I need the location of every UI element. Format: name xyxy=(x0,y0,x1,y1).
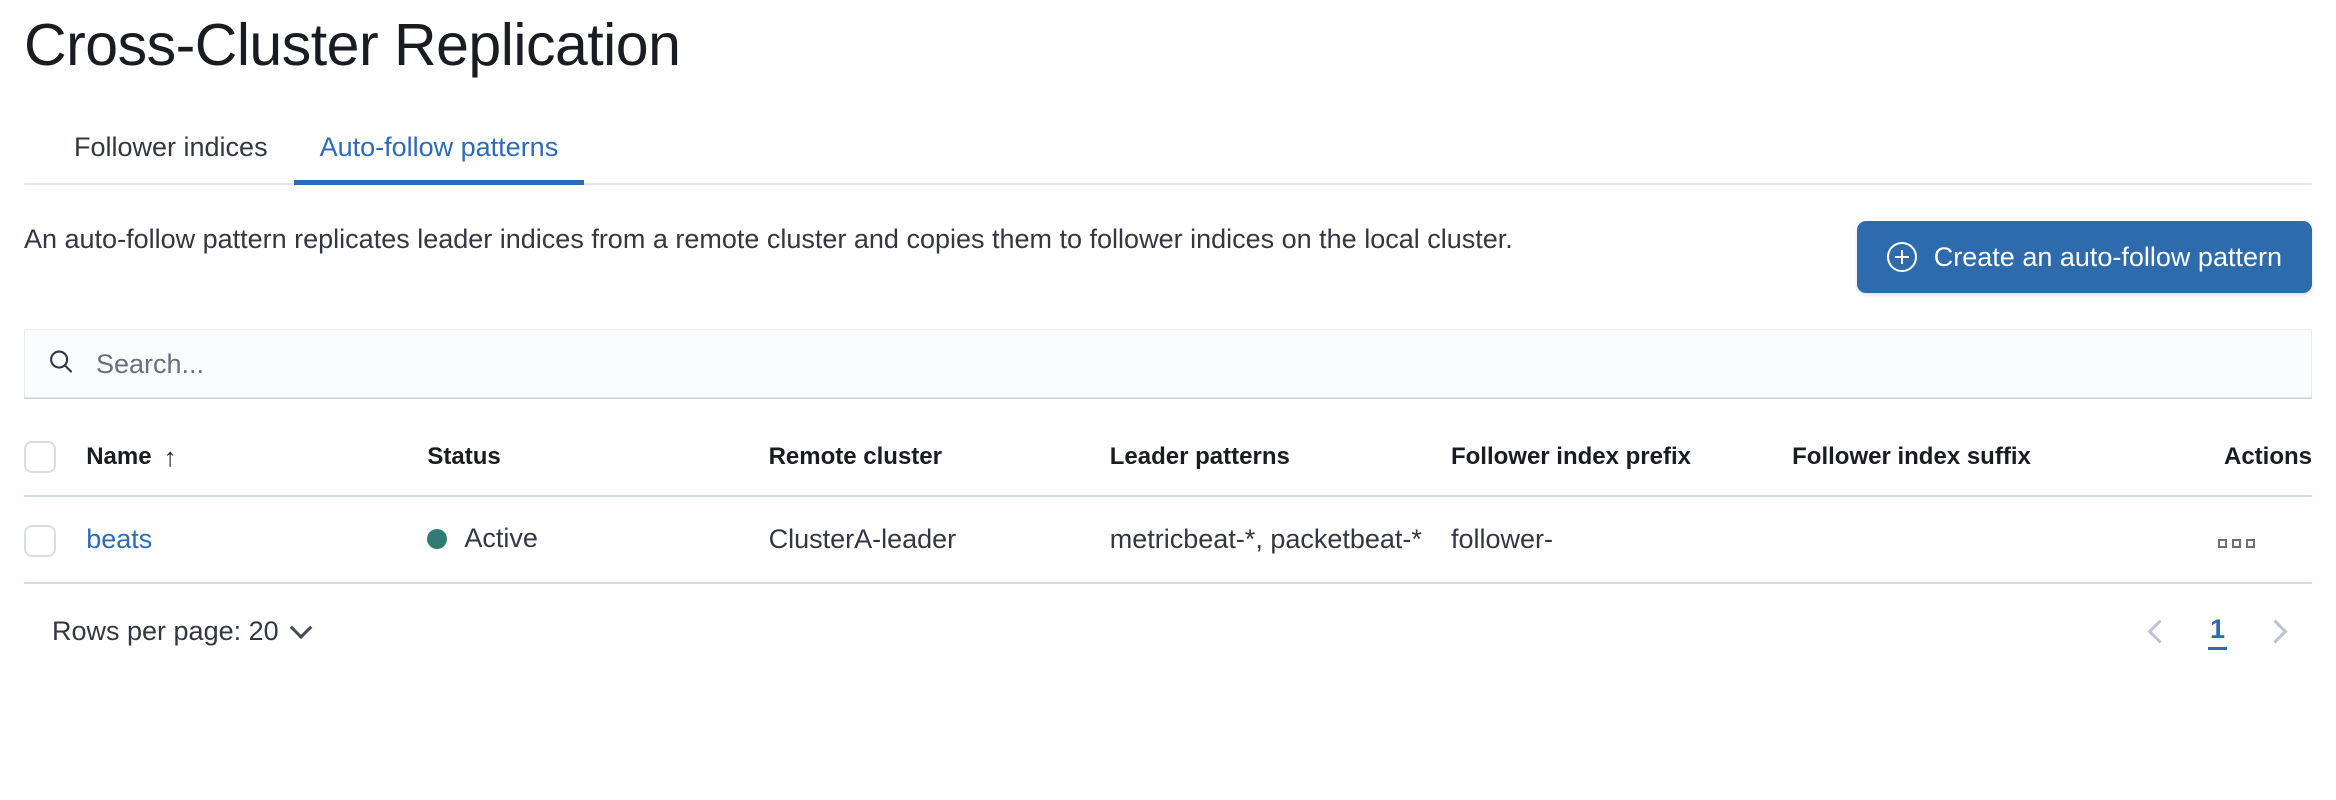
previous-page-button[interactable] xyxy=(2145,617,2174,646)
tab-follower-indices[interactable]: Follower indices xyxy=(48,134,294,183)
chevron-down-icon xyxy=(289,616,312,639)
column-header-name[interactable]: Name ↑ xyxy=(86,441,427,496)
table-footer: Rows per page: 20 1 xyxy=(24,614,2312,650)
cell-follower-index-prefix: follower- xyxy=(1450,523,1553,554)
column-header-actions: Actions xyxy=(2223,443,2312,470)
cell-status: Active xyxy=(427,496,768,583)
create-auto-follow-pattern-label: Create an auto-follow pattern xyxy=(1933,241,2282,272)
rows-per-page-label: Rows per page: 20 xyxy=(52,616,279,647)
pagination: 1 xyxy=(2145,614,2290,650)
more-actions-icon[interactable] xyxy=(2214,535,2259,552)
column-header-follower-index-suffix[interactable]: Follower index suffix xyxy=(1792,443,2031,470)
table-body: beats Active ClusterA-leader metricbeat-… xyxy=(24,496,2312,583)
page-title: Cross-Cluster Replication xyxy=(24,12,681,78)
search-icon xyxy=(46,347,76,382)
status-badge: Active xyxy=(464,523,538,553)
chevron-right-icon xyxy=(2263,619,2288,644)
select-all-checkbox[interactable] xyxy=(24,441,56,473)
table-row: beats Active ClusterA-leader metricbeat-… xyxy=(24,496,2312,583)
table-header-row: Name ↑ Status Remote cluster Leader patt… xyxy=(24,441,2312,496)
cell-remote-cluster: ClusterA-leader xyxy=(768,523,957,554)
cell-name: beats xyxy=(86,496,427,583)
cell-follower-index-suffix xyxy=(1792,496,2213,583)
cell-leader-patterns: metricbeat-*, packetbeat-* xyxy=(1109,523,1422,554)
column-header-follower-index-prefix[interactable]: Follower index prefix xyxy=(1450,443,1691,470)
row-select-cell xyxy=(24,496,86,583)
create-auto-follow-pattern-button[interactable]: Create an auto-follow pattern xyxy=(1856,221,2312,293)
status-dot-icon xyxy=(427,528,448,549)
rows-per-page-selector[interactable]: Rows per page: 20 xyxy=(46,615,315,648)
search-bar[interactable] xyxy=(24,329,2312,399)
arrow-up-icon: ↑ xyxy=(163,442,177,472)
plus-in-circle-icon xyxy=(1886,242,1917,272)
table-header: Name ↑ Status Remote cluster Leader patt… xyxy=(24,441,2312,496)
auto-follow-patterns-table: Name ↑ Status Remote cluster Leader patt… xyxy=(24,441,2312,584)
intro-description: An auto-follow pattern replicates leader… xyxy=(24,224,1513,254)
search-input[interactable] xyxy=(94,329,2290,399)
column-header-remote-cluster[interactable]: Remote cluster xyxy=(768,443,942,470)
pattern-name-link[interactable]: beats xyxy=(86,523,153,554)
intro-section: An auto-follow pattern replicates leader… xyxy=(24,219,2312,293)
column-header-status[interactable]: Status xyxy=(427,443,501,470)
tab-bar: Follower indices Auto-follow patterns xyxy=(24,113,2312,185)
column-header-name-label: Name xyxy=(86,443,152,470)
cell-actions xyxy=(2214,496,2312,583)
row-checkbox[interactable] xyxy=(24,524,56,557)
column-header-leader-patterns[interactable]: Leader patterns xyxy=(1109,443,1290,470)
next-page-button[interactable] xyxy=(2261,617,2290,646)
page-number-1[interactable]: 1 xyxy=(2207,614,2227,650)
tab-auto-follow-patterns[interactable]: Auto-follow patterns xyxy=(293,134,585,185)
chevron-left-icon xyxy=(2147,619,2172,644)
select-all-header xyxy=(24,441,86,496)
